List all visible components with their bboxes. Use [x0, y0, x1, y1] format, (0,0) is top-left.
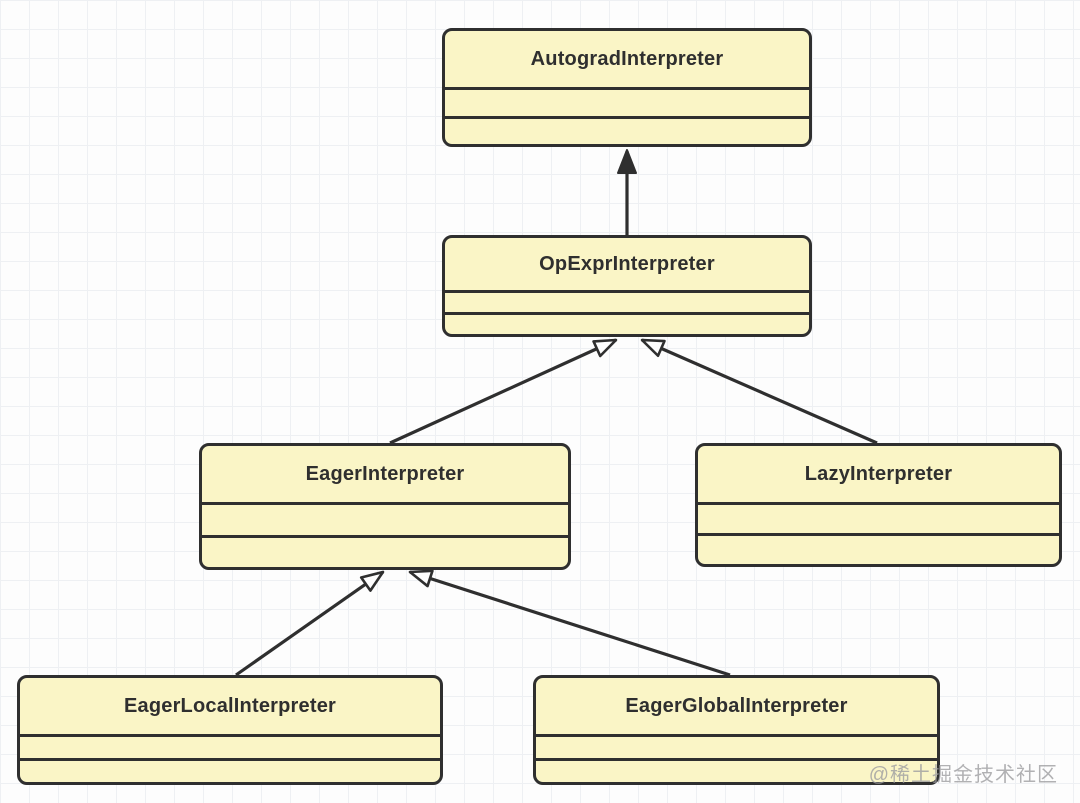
class-box-opexpr-interpreter: OpExprInterpreter: [442, 235, 812, 337]
class-attributes-compartment: [202, 505, 568, 538]
class-attributes-compartment: [536, 737, 937, 761]
edge-lazy-to-opexpr: [640, 338, 878, 445]
class-box-eagerglobal-interpreter: EagerGlobalInterpreter: [533, 675, 940, 785]
class-methods-compartment: [20, 761, 440, 782]
watermark-text: @稀土掘金技术社区: [868, 764, 1058, 786]
class-title: EagerGlobalInterpreter: [536, 678, 937, 737]
class-methods-compartment: [202, 538, 568, 568]
class-attributes-compartment: [698, 505, 1059, 536]
class-attributes-compartment: [445, 90, 809, 119]
class-box-eagerlocal-interpreter: EagerLocalInterpreter: [17, 675, 443, 785]
class-box-lazy-interpreter: LazyInterpreter: [695, 443, 1062, 567]
class-title: EagerInterpreter: [202, 446, 568, 505]
class-box-autograd-interpreter: AutogradInterpreter: [442, 28, 812, 147]
class-methods-compartment: [445, 119, 809, 145]
class-title: AutogradInterpreter: [445, 31, 809, 90]
class-attributes-compartment: [445, 293, 809, 315]
class-methods-compartment: [698, 536, 1059, 564]
class-methods-compartment: [445, 315, 809, 334]
edge-eager-to-opexpr: [389, 338, 618, 445]
edge-eagerglobal-to-eager: [408, 569, 731, 677]
class-box-eager-interpreter: EagerInterpreter: [199, 443, 571, 570]
class-attributes-compartment: [20, 737, 440, 761]
class-title: OpExprInterpreter: [445, 238, 809, 293]
edge-eagerlocal-to-eager: [235, 570, 385, 677]
class-title: EagerLocalInterpreter: [20, 678, 440, 737]
class-title: LazyInterpreter: [698, 446, 1059, 505]
